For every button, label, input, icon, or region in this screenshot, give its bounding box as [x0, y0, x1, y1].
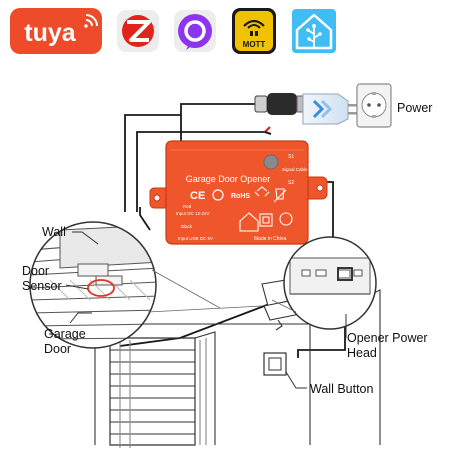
device-made-in: Made in China [254, 236, 286, 242]
mott-wordmark: MOTT [243, 40, 266, 49]
device-input-dc: Input DC 12-24V [176, 211, 210, 216]
tuya-wordmark: tuya [24, 19, 77, 47]
opener-terminal-zoom [283, 236, 377, 330]
zigbee-logo [117, 10, 159, 52]
double-insulation-icon [259, 213, 273, 227]
device-s2: S2 [288, 180, 294, 186]
device-red: Red [183, 204, 192, 209]
weee-bin-icon [273, 188, 287, 203]
rohs-mark: RoHS [231, 193, 250, 200]
garage-door-opener-device: Garage Door Opener S1 Signal Cable S2 CE… [149, 140, 328, 245]
mott-logo: MOTT [232, 8, 276, 54]
device-black: Black [181, 224, 193, 229]
home-assistant-logo [292, 9, 336, 53]
wall-label: Wall [42, 225, 66, 239]
wall-button [263, 352, 287, 376]
alexa-logo [174, 10, 216, 52]
wall-button-leader [285, 371, 307, 389]
certification-icon [279, 212, 293, 226]
indicator-button [263, 154, 279, 170]
device-signal-cable: Signal Cable [282, 167, 308, 172]
zoom-lines-right [271, 299, 297, 313]
wall-leader [72, 231, 99, 245]
device-title: Garage Door Opener [186, 174, 271, 184]
terminal-highlight [337, 267, 353, 281]
wall-socket [356, 83, 392, 128]
door-sensor-label-line2: Sensor [22, 279, 62, 293]
opener-power-head-label-line2: Head [347, 346, 377, 360]
house-icon [239, 212, 259, 232]
tuya-logo: tuya [10, 8, 102, 54]
opener-power-head-label-line1: Opener Power [347, 331, 428, 345]
power-label: Power [397, 101, 432, 115]
garage-door-label-line2: Door [44, 342, 71, 356]
garage-door-leader [69, 312, 92, 324]
recycle-icon [254, 186, 270, 197]
warning-icon [212, 189, 224, 201]
door-sensor-highlight [87, 279, 115, 297]
zoom-lines-left [147, 269, 263, 313]
usb-plug [254, 93, 310, 115]
garage-door-label-line1: Garage [44, 327, 86, 341]
door-sensor-label-line1: Door [22, 264, 49, 278]
wall-button-label: Wall Button [310, 382, 374, 396]
ce-mark: CE [190, 190, 205, 202]
usb-power-adapter [302, 93, 357, 125]
device-input-usb: Input USB DC 5V [178, 236, 213, 241]
device-s1: S1 [288, 154, 294, 160]
loose-wire-ends [264, 126, 272, 136]
door-sensor-leader [65, 284, 89, 290]
